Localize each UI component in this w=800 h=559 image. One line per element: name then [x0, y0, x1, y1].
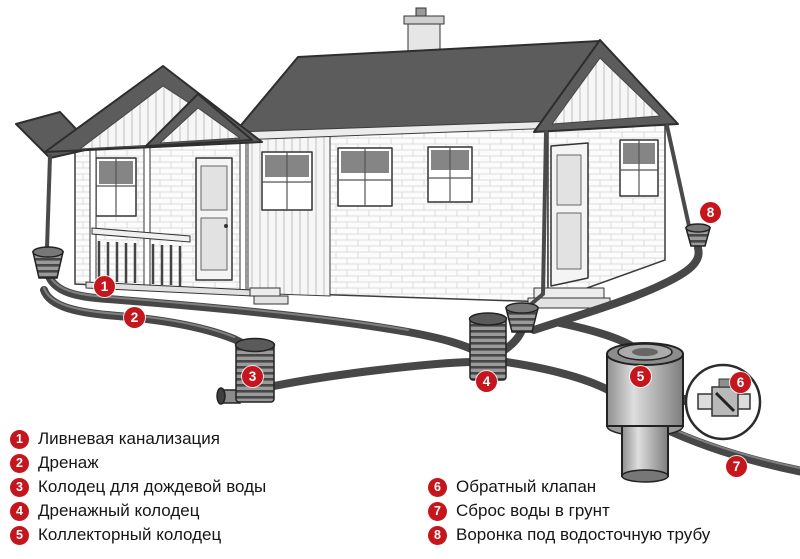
discharge-pipe [655, 421, 800, 476]
callout-marker-7: 7 [726, 456, 747, 477]
legend-label-3: Колодец для дождевой воды [38, 477, 267, 496]
rainwater-well [216, 337, 276, 405]
legend-bullet-8: 8 [428, 525, 447, 545]
callout-marker-2: 2 [124, 307, 145, 328]
legend-left-column: 1 Ливневая канализация 2 Дренаж 3 Колоде… [10, 427, 266, 547]
legend-label-8: Воронка под водосточную трубу [456, 525, 711, 544]
window [261, 151, 313, 211]
legend-label-7: Сброс воды в грунт [456, 501, 610, 520]
window [337, 147, 393, 207]
porch [85, 135, 289, 305]
windows-and-doors [95, 139, 659, 309]
downpipe-funnel-left [32, 246, 64, 279]
window [427, 146, 473, 203]
legend-item-2: 2 Дренаж [10, 451, 266, 475]
callout-marker-3: 3 [242, 366, 263, 387]
legend-right-column: 6 Обратный клапан 7 Сброс воды в грунт 8… [428, 475, 710, 547]
roof [15, 39, 679, 159]
legend-bullet-3: 3 [10, 477, 29, 497]
legend-bullet-2: 2 [10, 453, 29, 473]
legend-item-4: 4 Дренажный колодец [10, 499, 266, 523]
legend-item-1: 1 Ливневая канализация [10, 427, 266, 451]
window [95, 157, 137, 217]
downpipe-funnel-right [685, 223, 711, 247]
legend-label-2: Дренаж [38, 453, 99, 472]
legend-label-5: Коллекторный колодец [38, 525, 222, 544]
entry-door [527, 142, 611, 309]
callout-marker-8: 8 [700, 202, 721, 223]
chimney [403, 7, 445, 55]
legend-bullet-1: 1 [10, 429, 29, 449]
downpipes [45, 124, 691, 308]
storm-sewer-pipe [44, 270, 482, 356]
drainage-pipe [270, 358, 476, 390]
porch-door [195, 157, 233, 281]
collector-feed-pipe [502, 358, 622, 400]
callout-marker-5: 5 [630, 366, 651, 387]
legend-item-6: 6 Обратный клапан [428, 475, 710, 499]
window [619, 139, 659, 197]
legend-item-8: 8 Воронка под водосточную трубу [428, 523, 710, 547]
drainage-well [468, 312, 508, 381]
legend-label-4: Дренажный колодец [38, 501, 200, 520]
gutter-funnels [32, 223, 711, 333]
legend-bullet-5: 5 [10, 525, 29, 545]
legend-item-7: 7 Сброс воды в грунт [428, 499, 710, 523]
callout-marker-1: 1 [94, 276, 115, 297]
legend-label-1: Ливневая канализация [38, 429, 220, 448]
legend-label-6: Обратный клапан [456, 477, 597, 496]
callout-marker-4: 4 [476, 371, 497, 392]
legend-bullet-7: 7 [428, 501, 447, 521]
legend-item-5: 5 Коллекторный колодец [10, 523, 266, 547]
downpipe-funnel-middle [505, 302, 539, 333]
legend-bullet-6: 6 [428, 477, 447, 497]
legend-bullet-4: 4 [10, 501, 29, 521]
legend-item-3: 3 Колодец для дождевой воды [10, 475, 266, 499]
callout-marker-6: 6 [730, 372, 751, 393]
